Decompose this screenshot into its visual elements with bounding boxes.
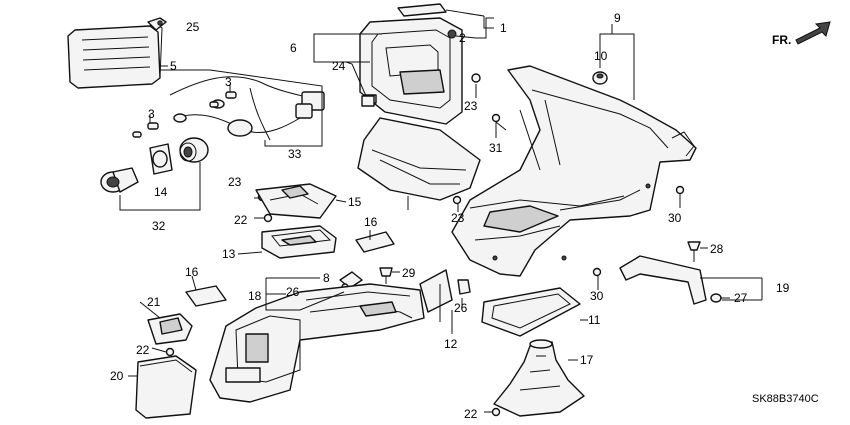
callout-6: 6 <box>290 41 297 55</box>
callout-32: 32 <box>152 219 166 233</box>
callout-8: 8 <box>323 271 330 285</box>
callout-18: 18 <box>248 289 262 303</box>
callout-23c: 23 <box>228 175 242 189</box>
front-direction-indicator: FR. <box>772 21 831 47</box>
cap-part <box>592 71 608 85</box>
callout-10: 10 <box>594 49 608 63</box>
callout-30b: 30 <box>590 289 604 303</box>
callout-1: 1 <box>500 21 507 35</box>
tray-part <box>255 183 337 219</box>
ashtray-socket-part <box>149 137 209 175</box>
callout-13: 13 <box>222 247 236 261</box>
callout-28: 28 <box>710 242 724 256</box>
callout-31: 31 <box>489 141 503 155</box>
console-end-part <box>135 355 197 419</box>
clip-24-part <box>361 95 375 107</box>
holder-part <box>147 313 193 345</box>
callout-14: 14 <box>154 185 168 199</box>
callout-5: 5 <box>170 59 177 73</box>
center-console-part <box>451 65 697 277</box>
rear-console-part <box>209 283 425 403</box>
shift-boot-part <box>493 339 585 417</box>
callout-24: 24 <box>332 59 346 73</box>
screws <box>165 73 722 417</box>
callout-27: 27 <box>734 291 748 305</box>
callout-15: 15 <box>348 195 362 209</box>
wire-harness-part <box>160 69 325 147</box>
callout-21: 21 <box>147 295 161 309</box>
callout-20: 20 <box>110 369 124 383</box>
callout-17: 17 <box>580 353 594 367</box>
storage-pocket-part <box>67 21 163 89</box>
mat-part <box>481 287 581 337</box>
bracket-part <box>419 269 453 313</box>
callout-16a: 16 <box>364 215 378 229</box>
callout-26a: 26 <box>286 285 300 299</box>
callout-23b: 23 <box>451 211 465 225</box>
callout-16b: 16 <box>185 265 199 279</box>
cigarette-lighter-part <box>100 162 201 211</box>
callout-33: 33 <box>288 147 302 161</box>
diagram-code: SK88B3740C <box>752 393 819 405</box>
callout-11: 11 <box>588 313 601 327</box>
direction-label: FR. <box>772 33 791 47</box>
leader-lines <box>128 16 763 413</box>
callout-22b: 22 <box>136 343 150 357</box>
lid-part <box>185 231 395 307</box>
switch-part <box>397 3 485 39</box>
callout-labels: 1 2 3 3 5 6 8 9 10 11 12 13 14 15 16 16 … <box>110 11 790 421</box>
callout-3a: 3 <box>225 75 232 89</box>
callout-26b: 26 <box>454 301 468 315</box>
clip-part <box>147 17 167 31</box>
callout-23a: 23 <box>464 99 478 113</box>
callout-22a: 22 <box>234 213 248 227</box>
callout-12: 12 <box>444 337 458 351</box>
callout-9: 9 <box>614 11 621 25</box>
callout-30a: 30 <box>668 211 682 225</box>
callout-22c: 22 <box>464 407 478 421</box>
callout-25: 25 <box>186 20 200 34</box>
mounting-bracket-part <box>619 255 707 305</box>
callout-29: 29 <box>402 266 416 280</box>
ashtray-part <box>261 225 337 259</box>
lower-tray-part <box>357 117 481 201</box>
bulb-part <box>132 91 237 138</box>
callout-3b: 3 <box>148 107 155 121</box>
callout-2: 2 <box>459 31 466 45</box>
callout-19: 19 <box>776 281 790 295</box>
